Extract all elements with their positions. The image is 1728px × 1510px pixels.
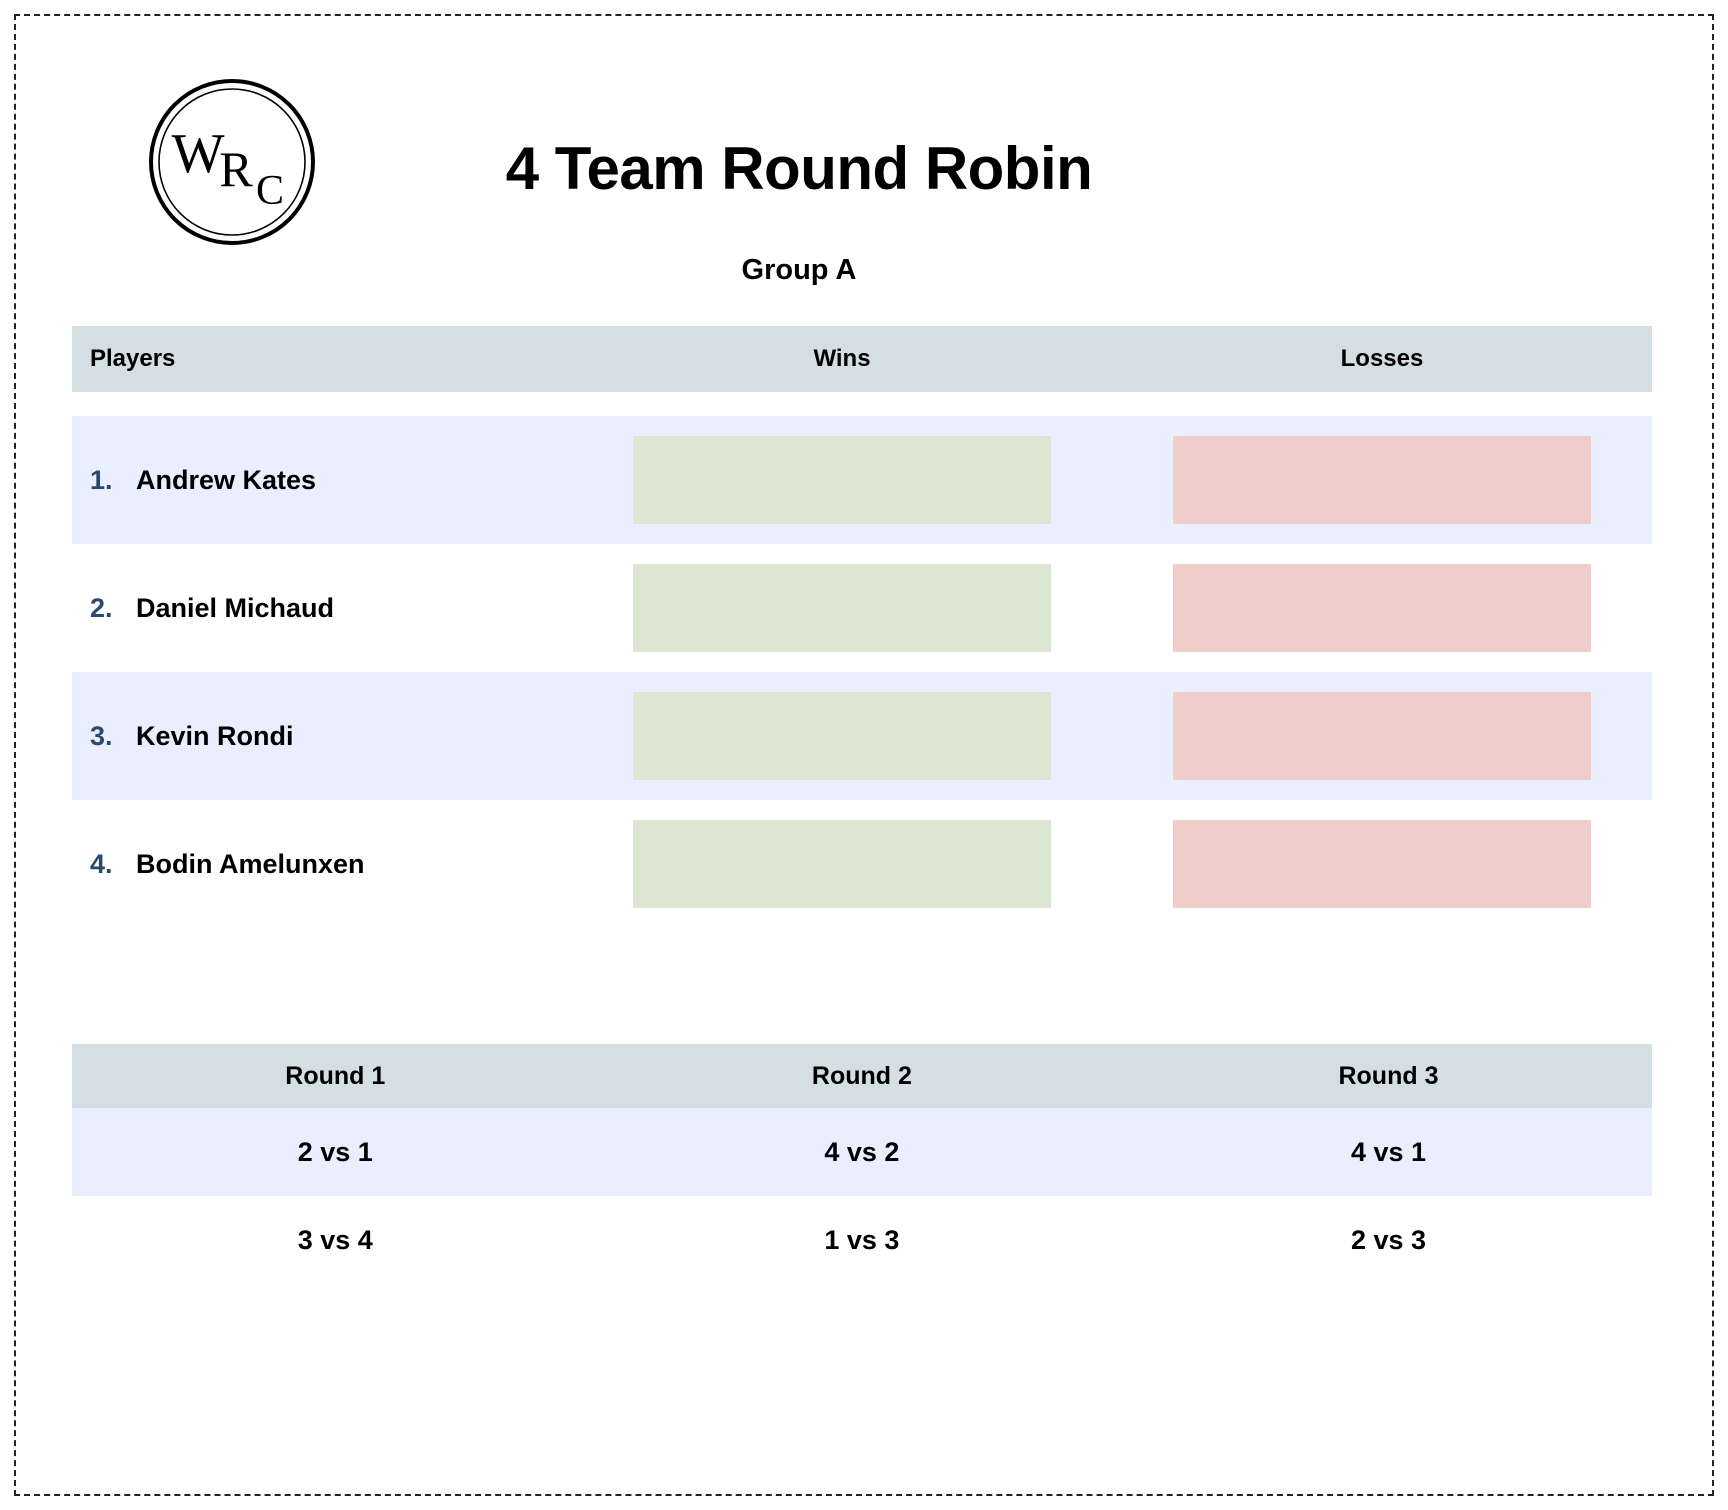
losses-input-box[interactable] bbox=[1173, 436, 1591, 524]
column-header-round-3: Round 3 bbox=[1338, 1061, 1439, 1090]
standings-header-row: Players Wins Losses bbox=[72, 326, 1652, 392]
svg-text:R: R bbox=[219, 141, 253, 197]
player-name: Daniel Michaud bbox=[136, 592, 335, 623]
player-rank: 3. bbox=[90, 720, 113, 751]
table-row: 1. Andrew Kates bbox=[72, 416, 1652, 544]
wins-cell[interactable] bbox=[572, 820, 1112, 908]
wins-cell[interactable] bbox=[572, 564, 1112, 652]
table-row: 2 vs 1 4 vs 2 4 vs 1 bbox=[72, 1108, 1652, 1196]
player-name: Bodin Amelunxen bbox=[136, 848, 365, 879]
matchup-cell: 3 vs 4 bbox=[297, 1224, 373, 1255]
svg-text:W: W bbox=[172, 123, 225, 185]
player-rank: 1. bbox=[90, 464, 113, 495]
schedule-table: Round 1 Round 2 Round 3 2 vs 1 4 vs 2 4 … bbox=[72, 1044, 1652, 1284]
wins-cell[interactable] bbox=[572, 436, 1112, 524]
player-cell: 3. Kevin Rondi bbox=[72, 721, 572, 752]
column-header-round-1: Round 1 bbox=[285, 1061, 386, 1090]
standings-table: Players Wins Losses 1. Andrew Kates bbox=[72, 326, 1652, 928]
player-rank: 4. bbox=[90, 848, 113, 879]
matchup-cell: 2 vs 1 bbox=[297, 1136, 373, 1167]
losses-input-box[interactable] bbox=[1173, 820, 1591, 908]
wins-input-box[interactable] bbox=[633, 564, 1051, 652]
wins-input-box[interactable] bbox=[633, 436, 1051, 524]
table-row: 3. Kevin Rondi bbox=[72, 672, 1652, 800]
losses-input-box[interactable] bbox=[1173, 692, 1591, 780]
player-cell: 1. Andrew Kates bbox=[72, 465, 572, 496]
column-header-losses: Losses bbox=[1340, 345, 1424, 372]
player-name: Andrew Kates bbox=[136, 464, 317, 495]
matchup-cell: 4 vs 2 bbox=[824, 1136, 900, 1167]
losses-input-box[interactable] bbox=[1173, 564, 1591, 652]
table-row: 3 vs 4 1 vs 3 2 vs 3 bbox=[72, 1196, 1652, 1284]
page-header: W R C 4 Team Round Robin Group A bbox=[14, 14, 1714, 314]
column-header-players: Players bbox=[90, 345, 176, 372]
wins-input-box[interactable] bbox=[633, 692, 1051, 780]
page-title: 4 Team Round Robin bbox=[505, 135, 1093, 202]
wins-cell[interactable] bbox=[572, 692, 1112, 780]
wins-input-box[interactable] bbox=[633, 820, 1051, 908]
player-rank: 2. bbox=[90, 592, 113, 623]
column-header-round-2: Round 2 bbox=[811, 1061, 912, 1090]
wrc-logo-icon: W R C bbox=[146, 76, 318, 248]
losses-cell[interactable] bbox=[1112, 820, 1652, 908]
matchup-cell: 1 vs 3 bbox=[824, 1224, 900, 1255]
matchup-cell: 2 vs 3 bbox=[1350, 1224, 1427, 1255]
standings-body: 1. Andrew Kates 2. Daniel Michaud bbox=[72, 416, 1652, 928]
losses-cell[interactable] bbox=[1112, 436, 1652, 524]
table-row: 2. Daniel Michaud bbox=[72, 544, 1652, 672]
losses-cell[interactable] bbox=[1112, 692, 1652, 780]
matchup-cell: 4 vs 1 bbox=[1350, 1136, 1427, 1167]
table-row: 4. Bodin Amelunxen bbox=[72, 800, 1652, 928]
schedule-header-row: Round 1 Round 2 Round 3 bbox=[72, 1044, 1652, 1108]
losses-cell[interactable] bbox=[1112, 564, 1652, 652]
player-cell: 4. Bodin Amelunxen bbox=[72, 849, 572, 880]
player-name: Kevin Rondi bbox=[136, 720, 294, 751]
player-cell: 2. Daniel Michaud bbox=[72, 593, 572, 624]
column-header-wins: Wins bbox=[813, 345, 871, 372]
page-subtitle: Group A bbox=[741, 254, 857, 286]
svg-text:C: C bbox=[256, 168, 284, 214]
